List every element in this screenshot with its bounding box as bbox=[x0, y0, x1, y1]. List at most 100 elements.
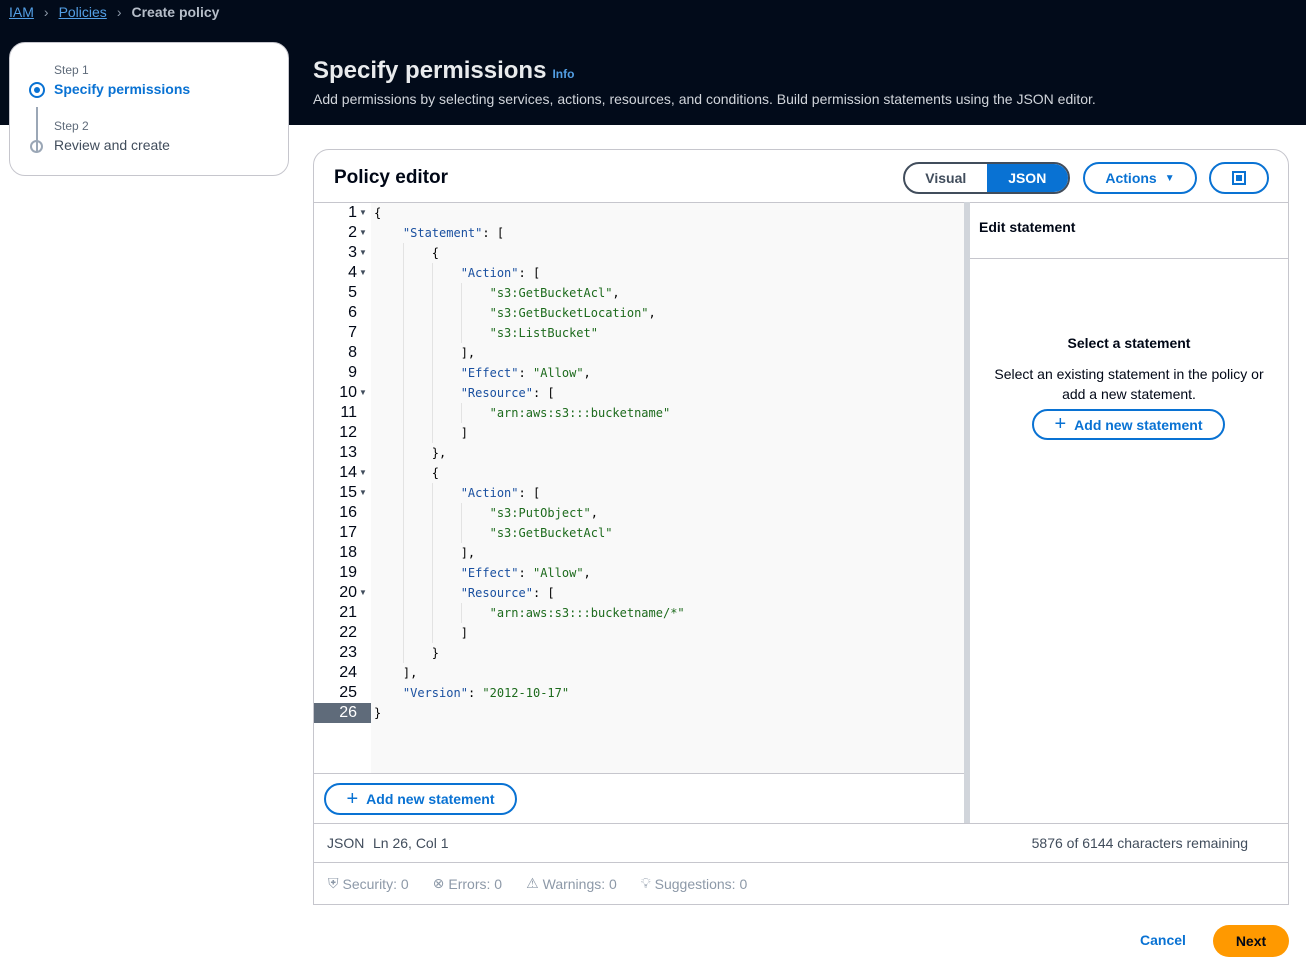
security-tab[interactable]: ⛨Security: 0 bbox=[328, 875, 409, 892]
line-number: 8 bbox=[348, 344, 357, 361]
warnings-count: Warnings: 0 bbox=[542, 875, 617, 892]
code-line: "s3:ListBucket" bbox=[489, 326, 598, 340]
fold-arrow-icon[interactable]: ▼ bbox=[359, 388, 367, 397]
code-line: "s3:GetBucketAcl" bbox=[489, 526, 613, 540]
code-line: "Effect": "Allow", bbox=[460, 566, 591, 580]
suggestions-tab[interactable]: 💡︎Suggestions: 0 bbox=[641, 875, 747, 892]
plus-icon: + bbox=[346, 787, 359, 810]
mode-json-button[interactable]: JSON bbox=[986, 164, 1068, 192]
indent-guide bbox=[432, 283, 433, 303]
fold-arrow-icon[interactable]: ▼ bbox=[359, 248, 367, 257]
line-number: 10 bbox=[339, 384, 357, 401]
indent-guide bbox=[403, 523, 404, 543]
step-inactive-icon bbox=[30, 140, 43, 153]
code-line: ], bbox=[374, 546, 476, 560]
code-line: "arn:aws:s3:::bucketname" bbox=[489, 406, 671, 420]
code-line: "Action": [ bbox=[460, 266, 541, 280]
code-line: "Action": [ bbox=[460, 486, 541, 500]
indent-guide bbox=[432, 583, 433, 603]
plus-icon: + bbox=[1054, 413, 1067, 435]
policy-editor-title: Policy editor bbox=[334, 167, 449, 188]
code-line: }, bbox=[374, 446, 447, 460]
indent-guide bbox=[403, 283, 404, 303]
next-button[interactable]: Next bbox=[1213, 925, 1289, 957]
page-title: Specify permissions Info bbox=[313, 57, 574, 85]
divider bbox=[970, 258, 1288, 259]
page-description: Add permissions by selecting services, a… bbox=[313, 91, 1096, 107]
code-area[interactable]: { "Statement": [ { "Action": [ "s3:GetBu… bbox=[371, 203, 964, 773]
indent-guide bbox=[403, 323, 404, 343]
line-number: 15 bbox=[339, 484, 357, 501]
code-line: ], bbox=[374, 346, 476, 360]
indent-guide bbox=[432, 623, 433, 643]
fold-arrow-icon[interactable]: ▼ bbox=[359, 468, 367, 477]
indent-guide bbox=[432, 383, 433, 403]
line-number: 18 bbox=[339, 544, 357, 561]
step-1-label: Step 1 bbox=[54, 63, 89, 77]
fold-arrow-icon[interactable]: ▼ bbox=[359, 228, 367, 237]
breadcrumb: IAM › Policies › Create policy bbox=[9, 4, 219, 20]
indent-guide bbox=[432, 363, 433, 383]
fold-arrow-icon[interactable]: ▼ bbox=[359, 588, 367, 597]
indent-guide bbox=[432, 523, 433, 543]
panel-resize-handle[interactable] bbox=[964, 202, 970, 823]
line-number: 17 bbox=[339, 524, 357, 541]
fold-arrow-icon[interactable]: ▼ bbox=[359, 268, 367, 277]
errors-count: Errors: 0 bbox=[448, 875, 503, 892]
line-number: 16 bbox=[339, 504, 357, 521]
info-link[interactable]: Info bbox=[552, 67, 575, 81]
page-title-text: Specify permissions bbox=[313, 57, 547, 84]
errors-tab[interactable]: ⊗Errors: 0 bbox=[433, 875, 502, 892]
breadcrumb-iam[interactable]: IAM bbox=[9, 4, 34, 20]
fullscreen-button[interactable] bbox=[1209, 162, 1269, 194]
edit-statement-title: Edit statement bbox=[979, 219, 1076, 235]
code-line: ] bbox=[374, 426, 468, 440]
fold-arrow-icon[interactable]: ▼ bbox=[359, 488, 367, 497]
indent-guide bbox=[403, 243, 404, 263]
add-statement-button[interactable]: + Add new statement bbox=[324, 783, 517, 815]
side-add-statement-label: Add new statement bbox=[1074, 416, 1203, 433]
empty-state-title: Select a statement bbox=[1067, 335, 1191, 351]
line-number: 3 bbox=[348, 244, 357, 261]
policy-editor-card: Policy editor Visual JSON Actions ▼ 1▼2▼… bbox=[313, 149, 1289, 905]
line-number: 7 bbox=[348, 324, 357, 341]
line-number: 1 bbox=[348, 204, 357, 221]
breadcrumb-current: Create policy bbox=[131, 4, 220, 20]
code-line: { bbox=[374, 246, 440, 260]
breadcrumb-policies[interactable]: Policies bbox=[58, 4, 107, 20]
indent-guide bbox=[403, 603, 404, 623]
editor-mode-toggle: Visual JSON bbox=[903, 162, 1070, 194]
fold-arrow-icon[interactable]: ▼ bbox=[359, 208, 367, 217]
code-line: "s3:GetBucketLocation", bbox=[489, 306, 656, 320]
indent-guide bbox=[461, 503, 462, 523]
status-language: JSON bbox=[327, 835, 365, 851]
indent-guide bbox=[461, 603, 462, 623]
code-line: "arn:aws:s3:::bucketname/*" bbox=[489, 606, 685, 620]
line-number: 12 bbox=[339, 424, 357, 441]
line-number: 4 bbox=[348, 264, 357, 281]
cancel-button[interactable]: Cancel bbox=[1140, 932, 1186, 948]
indent-guide bbox=[432, 503, 433, 523]
actions-dropdown[interactable]: Actions ▼ bbox=[1083, 162, 1197, 194]
line-number: 6 bbox=[348, 304, 357, 321]
mode-visual-button[interactable]: Visual bbox=[925, 170, 967, 186]
indent-guide bbox=[403, 463, 404, 483]
indent-guide bbox=[461, 523, 462, 543]
side-add-statement-button[interactable]: + Add new statement bbox=[1032, 409, 1225, 440]
warnings-tab[interactable]: ⚠Warnings: 0 bbox=[526, 875, 617, 892]
step-1-name[interactable]: Specify permissions bbox=[54, 81, 191, 97]
line-number: 11 bbox=[340, 404, 357, 421]
empty-state-text: Select an existing statement in the poli… bbox=[994, 366, 1264, 402]
line-number: 19 bbox=[339, 564, 357, 581]
indent-guide bbox=[403, 623, 404, 643]
fullscreen-icon bbox=[1232, 171, 1246, 185]
indent-guide bbox=[403, 363, 404, 383]
code-line: } bbox=[374, 646, 440, 660]
line-number: 5 bbox=[348, 284, 357, 301]
editor-status-bar: JSON Ln 26, Col 1 5876 of 6144 character… bbox=[314, 823, 1288, 863]
code-line: "s3:PutObject", bbox=[489, 506, 598, 520]
chevron-right-icon: › bbox=[116, 4, 122, 20]
line-number: 9 bbox=[348, 364, 357, 381]
line-number: 2 bbox=[348, 224, 357, 241]
